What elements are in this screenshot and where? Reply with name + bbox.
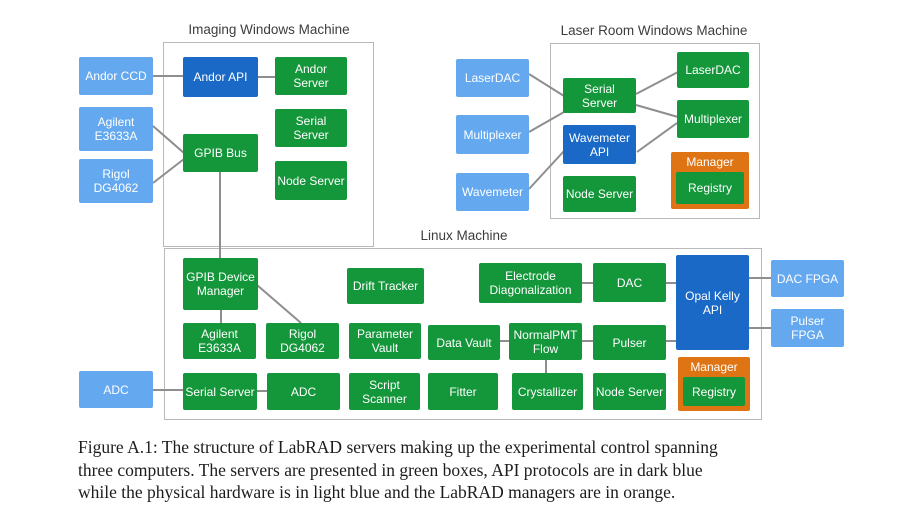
laser-machine-title: Laser Room Windows Machine <box>560 23 748 38</box>
imaging-machine-title: Imaging Windows Machine <box>188 22 350 37</box>
node-agilent-e3633a-server: Agilent E3633A <box>183 323 256 359</box>
node-rigol-dg4062-hw: Rigol DG4062 <box>79 159 153 203</box>
node-crystallizer: Crystallizer <box>512 373 583 410</box>
node-gpib-bus: GPIB Bus <box>183 134 258 172</box>
node-andor-server: Andor Server <box>275 57 347 95</box>
caption-line: three computers. The servers are present… <box>78 459 703 480</box>
node-laserdac-hw: LaserDAC <box>456 59 529 97</box>
node-dac-server: DAC <box>593 263 666 302</box>
node-manager-laser: Manager Registry <box>671 152 749 209</box>
node-rigol-dg4062-server: Rigol DG4062 <box>266 323 339 359</box>
node-wavemeter-hw: Wavemeter <box>456 173 529 211</box>
node-registry-laser: Registry <box>676 172 744 204</box>
node-serial-server-laser: Serial Server <box>563 78 636 113</box>
node-pulser: Pulser <box>593 325 666 360</box>
node-adc-server: ADC <box>267 373 340 410</box>
node-electrode-diagonalization: Electrode Diagonalization <box>479 263 582 303</box>
node-dac-fpga: DAC FPGA <box>771 260 844 297</box>
node-laserdac-server: LaserDAC <box>677 52 749 88</box>
node-andor-api: Andor API <box>183 57 258 97</box>
node-adc-hw: ADC <box>79 371 153 408</box>
figure-caption: Figure A.1: The structure of LabRAD serv… <box>78 436 850 504</box>
node-fitter: Fitter <box>428 373 498 410</box>
node-opal-kelly-api: Opal Kelly API <box>676 255 749 350</box>
node-multiplexer-hw: Multiplexer <box>456 115 529 154</box>
node-drift-tracker: Drift Tracker <box>347 268 424 304</box>
node-agilent-e3633a-hw: Agilent E3633A <box>79 107 153 151</box>
caption-line: Figure A.1: The structure of LabRAD serv… <box>78 437 718 457</box>
node-pulser-fpga: Pulser FPGA <box>771 309 844 347</box>
caption-line: while the physical hardware is in light … <box>78 482 676 502</box>
node-andor-ccd: Andor CCD <box>79 57 153 95</box>
node-script-scanner: Script Scanner <box>349 373 420 410</box>
node-serial-server-linux: Serial Server <box>183 373 257 410</box>
node-multiplexer-server: Multiplexer <box>677 100 749 138</box>
node-node-server-laser: Node Server <box>563 176 636 212</box>
node-registry-linux: Registry <box>683 377 745 406</box>
node-serial-server-imaging: Serial Server <box>275 109 347 147</box>
linux-machine-title: Linux Machine <box>420 228 508 243</box>
node-normalpmt-flow: NormalPMT Flow <box>509 323 582 360</box>
node-parameter-vault: Parameter Vault <box>349 323 421 359</box>
node-gpib-device-manager: GPIB Device Manager <box>183 258 258 310</box>
node-data-vault: Data Vault <box>428 325 500 360</box>
node-node-server-imaging: Node Server <box>275 161 347 200</box>
node-node-server-linux: Node Server <box>593 373 666 410</box>
node-wavemeter-api: Wavemeter API <box>563 125 636 164</box>
node-manager-linux: Manager Registry <box>678 357 750 411</box>
